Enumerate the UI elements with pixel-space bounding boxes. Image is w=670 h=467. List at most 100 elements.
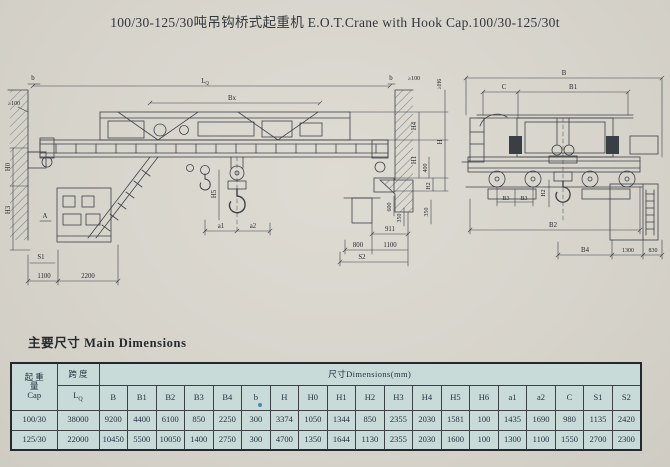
dim-label-B3b: B3 (520, 196, 527, 202)
dim-label-b-right: b (389, 75, 393, 82)
dim-value-cell: 2030 (412, 409, 442, 431)
row-span-cell: 38000 (56, 409, 100, 431)
dim-label-geH6: ≥H6 (437, 79, 443, 90)
dim-col-header: B2 (155, 384, 186, 411)
dim-value-cell: 2030 (412, 429, 442, 451)
stairs (87, 156, 159, 239)
dimensions-table: 起 重 量 Cap 跨 度 尺寸Dimensions(mm) LQ B B1 B… (10, 362, 642, 451)
end-view-hook (548, 117, 578, 223)
dim-value-cell: 1344 (326, 409, 357, 431)
dim-label-1100-left: 1100 (37, 273, 51, 280)
dim-label-B: B (562, 70, 567, 77)
dim-col-header: H4 (412, 384, 442, 411)
dim-value-cell: 300 (241, 409, 271, 431)
dim-label-b-left: b (31, 75, 35, 82)
dim-label-H2-side: H2 (541, 189, 547, 196)
dim-label-B1: B1 (569, 84, 577, 91)
main-hook (186, 156, 247, 233)
left-wall (7, 89, 47, 241)
dim-label-2200: 2200 (81, 273, 95, 280)
header-dimensions: 尺寸Dimensions(mm) (98, 362, 642, 386)
dim-value-cell: 980 (554, 409, 585, 431)
dim-value-cell: 1550 (554, 429, 585, 451)
dim-value-cell: 10450 (98, 429, 129, 451)
table-row: 100/30 38000 9200 4400 6100 850 2250 300… (10, 409, 642, 431)
ink-dot-artifact (258, 403, 262, 407)
dim-col-header: H1 (326, 384, 357, 411)
dim-label-H2: H2 (426, 182, 432, 189)
dim-col-header: a2 (526, 384, 556, 411)
dim-value-cell: 2300 (611, 429, 642, 451)
dim-value-cell: 2420 (611, 409, 642, 431)
trolley (99, 111, 351, 141)
end-view-structure (461, 113, 659, 241)
dim-value-cell: 300 (241, 429, 271, 451)
dim-col-header: H6 (469, 384, 499, 411)
dim-label-H3: H3 (5, 205, 12, 214)
dim-value-cell: 100 (469, 429, 499, 451)
dim-value-cell: 1350 (298, 429, 328, 451)
dim-col-header: a1 (497, 384, 528, 411)
dim-label-span: LQ (201, 78, 209, 87)
dim-col-header: C (554, 384, 585, 411)
dim-label-1100-right: 1100 (383, 242, 397, 249)
dim-label-S1: S1 (37, 254, 44, 261)
dim-value-cell: 1690 (526, 409, 556, 431)
dim-label-1300: 1300 (622, 248, 634, 254)
dim-label-B2: B2 (549, 222, 558, 229)
dim-label-ge100-left: ≥100 (8, 101, 20, 107)
dim-label-400: 400 (423, 164, 429, 173)
dim-label-H5: H5 (211, 189, 218, 198)
dim-value-cell: 1300 (497, 429, 528, 451)
right-wall (373, 89, 414, 213)
dim-col-header: H0 (298, 384, 328, 411)
row-span-cell: 22000 (56, 429, 100, 451)
dim-col-header: B3 (184, 384, 214, 411)
dim-label-bx: Bx (228, 95, 237, 102)
dim-value-cell: 2750 (212, 429, 243, 451)
dim-col-header: b (241, 384, 271, 411)
dim-label-C: C (502, 84, 507, 91)
dim-col-header: B4 (212, 384, 243, 411)
dim-value-cell: 6100 (155, 409, 186, 431)
end-view-labels: B C B1 B3 B3 H2 B2 B4 1300 830 (502, 70, 658, 254)
dim-value-cell: 2355 (383, 429, 414, 451)
dim-value-cell: 1435 (497, 409, 528, 431)
section-heading: 主要尺寸 Main Dimensions (28, 336, 187, 350)
dim-col-header: H5 (440, 384, 471, 411)
end-view-dimension-lines (463, 75, 665, 260)
dim-col-header: B (98, 384, 129, 411)
dim-col-header: B1 (127, 384, 157, 411)
dim-label-350a: 350 (397, 214, 403, 223)
dim-label-911: 911 (385, 226, 395, 233)
crane-drawings: b ≥100 LQ Bx b ≥100 ≥H6 H4 H1 400 H H2 H… (5, 70, 665, 286)
dim-value-cell: 2355 (383, 409, 414, 431)
front-view-dimension-lines (9, 83, 449, 286)
dim-value-cell: 4400 (127, 409, 157, 431)
dim-label-a2: a2 (250, 223, 257, 230)
dim-label-ge100-right: ≥100 (408, 76, 420, 82)
right-bench (343, 197, 381, 224)
bridge-girder (39, 137, 389, 173)
dim-value-cell: 2250 (212, 409, 243, 431)
dim-label-600: 600 (387, 203, 393, 212)
dim-value-cell: 850 (355, 409, 385, 431)
cab (56, 187, 112, 243)
dim-value-cell: 1581 (440, 409, 471, 431)
dim-value-cell: 1600 (440, 429, 471, 451)
dim-value-cell: 1100 (526, 429, 556, 451)
dim-label-B4: B4 (581, 247, 590, 254)
dim-value-cell: 100 (469, 409, 499, 431)
header-span: 跨 度 (56, 362, 100, 386)
dim-value-cell: 1135 (583, 409, 613, 431)
dim-label-S2: S2 (358, 254, 366, 261)
row-cap-cell: 100/30 (10, 409, 58, 431)
dim-label-800: 800 (353, 242, 364, 249)
dim-value-cell: 3374 (269, 409, 300, 431)
dim-label-830: 830 (649, 248, 658, 254)
header-span-symbol: LQ (56, 384, 100, 411)
dim-value-cell: 850 (184, 409, 214, 431)
front-view-labels: b ≥100 LQ Bx b ≥100 ≥H6 H4 H1 400 H H2 H… (5, 75, 444, 280)
dim-value-cell: 1130 (355, 429, 385, 451)
dim-col-header: H (269, 384, 300, 411)
